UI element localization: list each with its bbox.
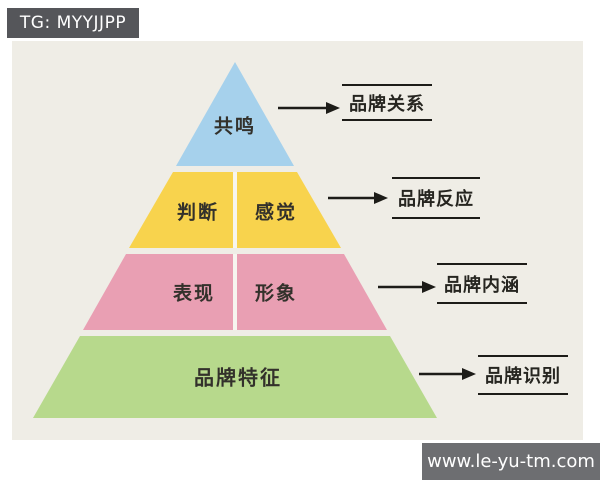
arrow-to-brand-identity [419, 368, 476, 380]
watermark-bottom: www.le-yu-tm.com [422, 443, 600, 480]
tier-shape-brand-salience [33, 336, 437, 418]
arrow-to-brand-meaning [378, 281, 436, 293]
watermark-top: TG: MYYJJPP [7, 8, 139, 38]
annotation-brand-relationship: 品牌关系 [349, 94, 425, 115]
arrow-to-brand-relationship [278, 102, 340, 114]
annotation-rules-brand-relationship [342, 84, 432, 121]
annotation-brand-identity: 品牌识别 [485, 366, 561, 387]
tier-shape-resonance [176, 62, 294, 166]
tier-label-feelings: 感觉 [254, 201, 298, 224]
watermark-bottom-label: www.le-yu-tm.com [427, 451, 595, 472]
watermark-top-label: TG: MYYJJPP [19, 13, 127, 33]
tier-label-judgments: 判断 [176, 201, 220, 224]
annotation-rules-brand-identity [478, 355, 568, 395]
annotation-brand-response: 品牌反应 [398, 189, 474, 210]
arrow-to-brand-response [328, 192, 388, 204]
annotation-rules-brand-response [392, 177, 480, 219]
divider-judgments-feelings [233, 172, 237, 248]
annotation-brand-meaning: 品牌内涵 [444, 275, 520, 296]
tier-label-resonance: 共鸣 [213, 115, 257, 138]
divider-performance-imagery [233, 254, 237, 330]
tier-label-brand-salience: 品牌特征 [194, 365, 282, 390]
tier-label-performance: 表现 [172, 282, 216, 305]
annotation-rules-brand-meaning [437, 263, 527, 304]
tier-label-imagery: 形象 [254, 282, 298, 305]
